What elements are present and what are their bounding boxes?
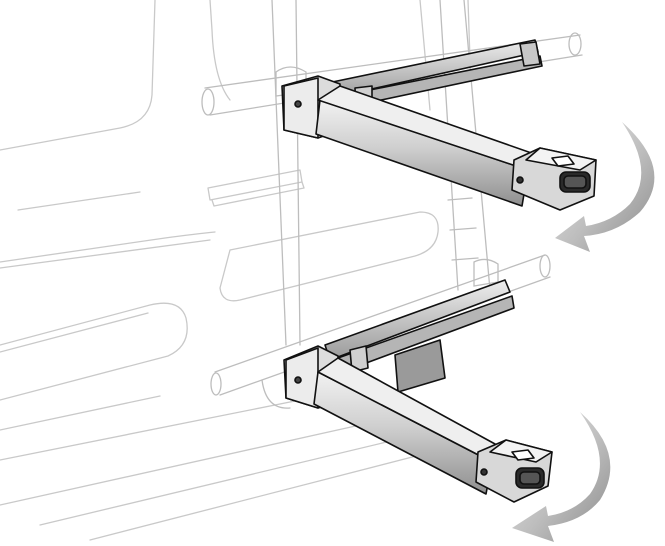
upper-rack-arm (281, 39, 597, 211)
lower-rack-arm (283, 279, 553, 503)
upper-fold-arrow (555, 122, 655, 252)
vehicle-ghost-outline (0, 0, 471, 541)
lower-fold-arrow (512, 412, 611, 542)
